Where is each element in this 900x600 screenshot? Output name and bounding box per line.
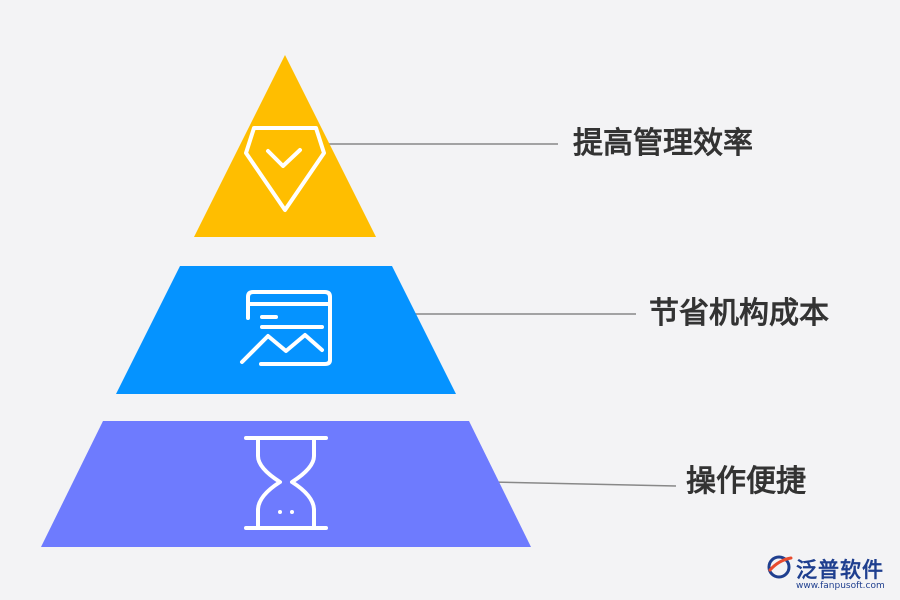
hourglass-icon	[244, 436, 328, 530]
chart-browser-icon	[240, 290, 332, 366]
pyramid-tier-3	[41, 421, 531, 547]
level-2-label: 节省机构成本	[649, 296, 829, 331]
pyramid-tier-1	[194, 55, 376, 237]
connector-line-3	[489, 481, 677, 487]
gem-check-icon	[244, 126, 326, 212]
brand-url: www.fanpusoft.com	[796, 581, 885, 591]
level-3-label: 操作便捷	[686, 464, 806, 499]
brand-logo-icon	[767, 555, 793, 579]
level-1-label: 提高管理效率	[573, 126, 753, 161]
pyramid-tier-2	[116, 266, 456, 394]
brand-name: 泛普软件	[796, 558, 884, 582]
brand-watermark: 泛普软件 www.fanpusoft.com	[766, 552, 894, 596]
